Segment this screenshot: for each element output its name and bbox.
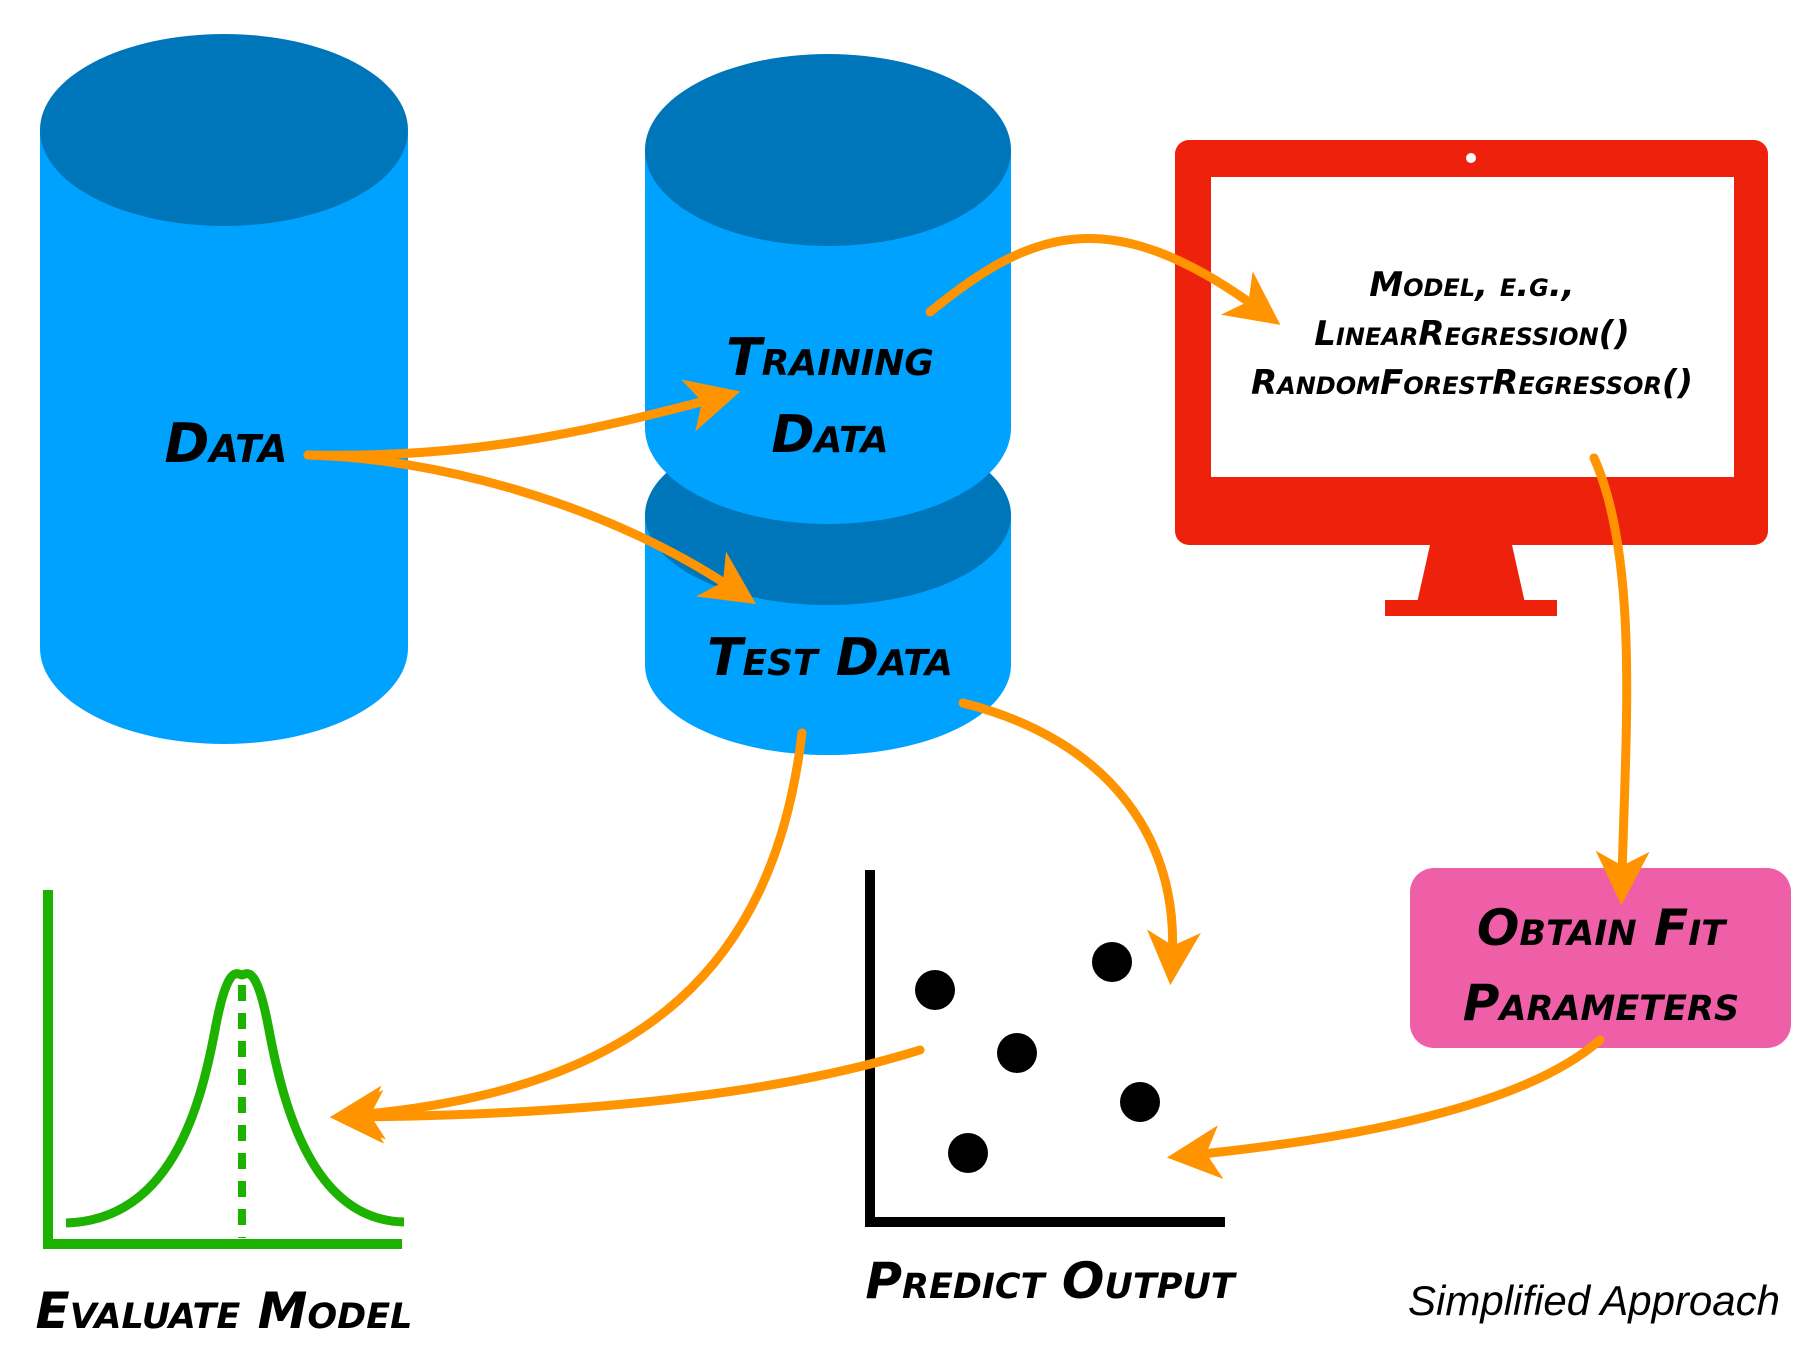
training-cylinder-top [645,54,1011,246]
monitor-camera [1466,153,1476,163]
data-cylinder-body [40,130,408,744]
bell-axes [43,890,402,1249]
predict-output: Predict Output [865,870,1238,1310]
model-label-line1: Model, e.g., [1369,265,1574,305]
arrow-fit-to-predict [1166,1035,1605,1179]
predict-output-label: Predict Output [865,1252,1237,1310]
monitor-screen [1211,177,1734,477]
training-data-label-line2: Data [771,405,888,465]
arrow-data-to-test [303,450,756,604]
model-label-line2: LinearRegression() [1314,314,1630,354]
scatter-axes [865,870,1225,1227]
cylinder-database-icon [40,34,408,744]
scatter-point [1092,942,1132,982]
arrow-predict-to-evaluate [329,1045,925,1144]
computer-monitor-icon [1175,140,1768,616]
data-label: Data [165,412,288,475]
scatter-point [948,1133,988,1173]
data-cylinder: Data [40,34,408,744]
scatter-point [1120,1082,1160,1122]
fit-parameters-box: Obtain Fit Parameters [1410,868,1791,1048]
model-label-line3: RandomForestRegressor() [1251,363,1693,403]
monitor-stand [1417,545,1525,603]
evaluate-model-label: Evaluate Model [36,1282,413,1340]
flow-arrows [303,234,1650,1179]
scatter-point [997,1033,1037,1073]
bell-curve-icon [43,890,405,1249]
data-cylinder-top [40,34,408,226]
arrow-model-to-fit [1589,453,1650,906]
arrow-test-to-evaluate [329,728,807,1140]
fit-label-line2: Parameters [1463,974,1739,1032]
arrow-training-to-model [925,234,1281,325]
arrow-test-to-predict [958,698,1201,986]
bell-curve [65,969,405,1228]
diagram-caption: Simplified Approach [1408,1277,1780,1324]
fit-box-background [1410,868,1791,1048]
scatter-point [915,970,955,1010]
test-data-label: Test Data [707,628,953,688]
monitor-base [1385,600,1557,616]
scatter-plot-icon [865,870,1225,1227]
model-monitor: Model, e.g., LinearRegression() RandomFo… [1175,140,1768,616]
fit-label-line1: Obtain Fit [1477,899,1728,957]
training-data-label-line1: Training [726,328,934,388]
evaluate-model: Evaluate Model [36,890,413,1340]
